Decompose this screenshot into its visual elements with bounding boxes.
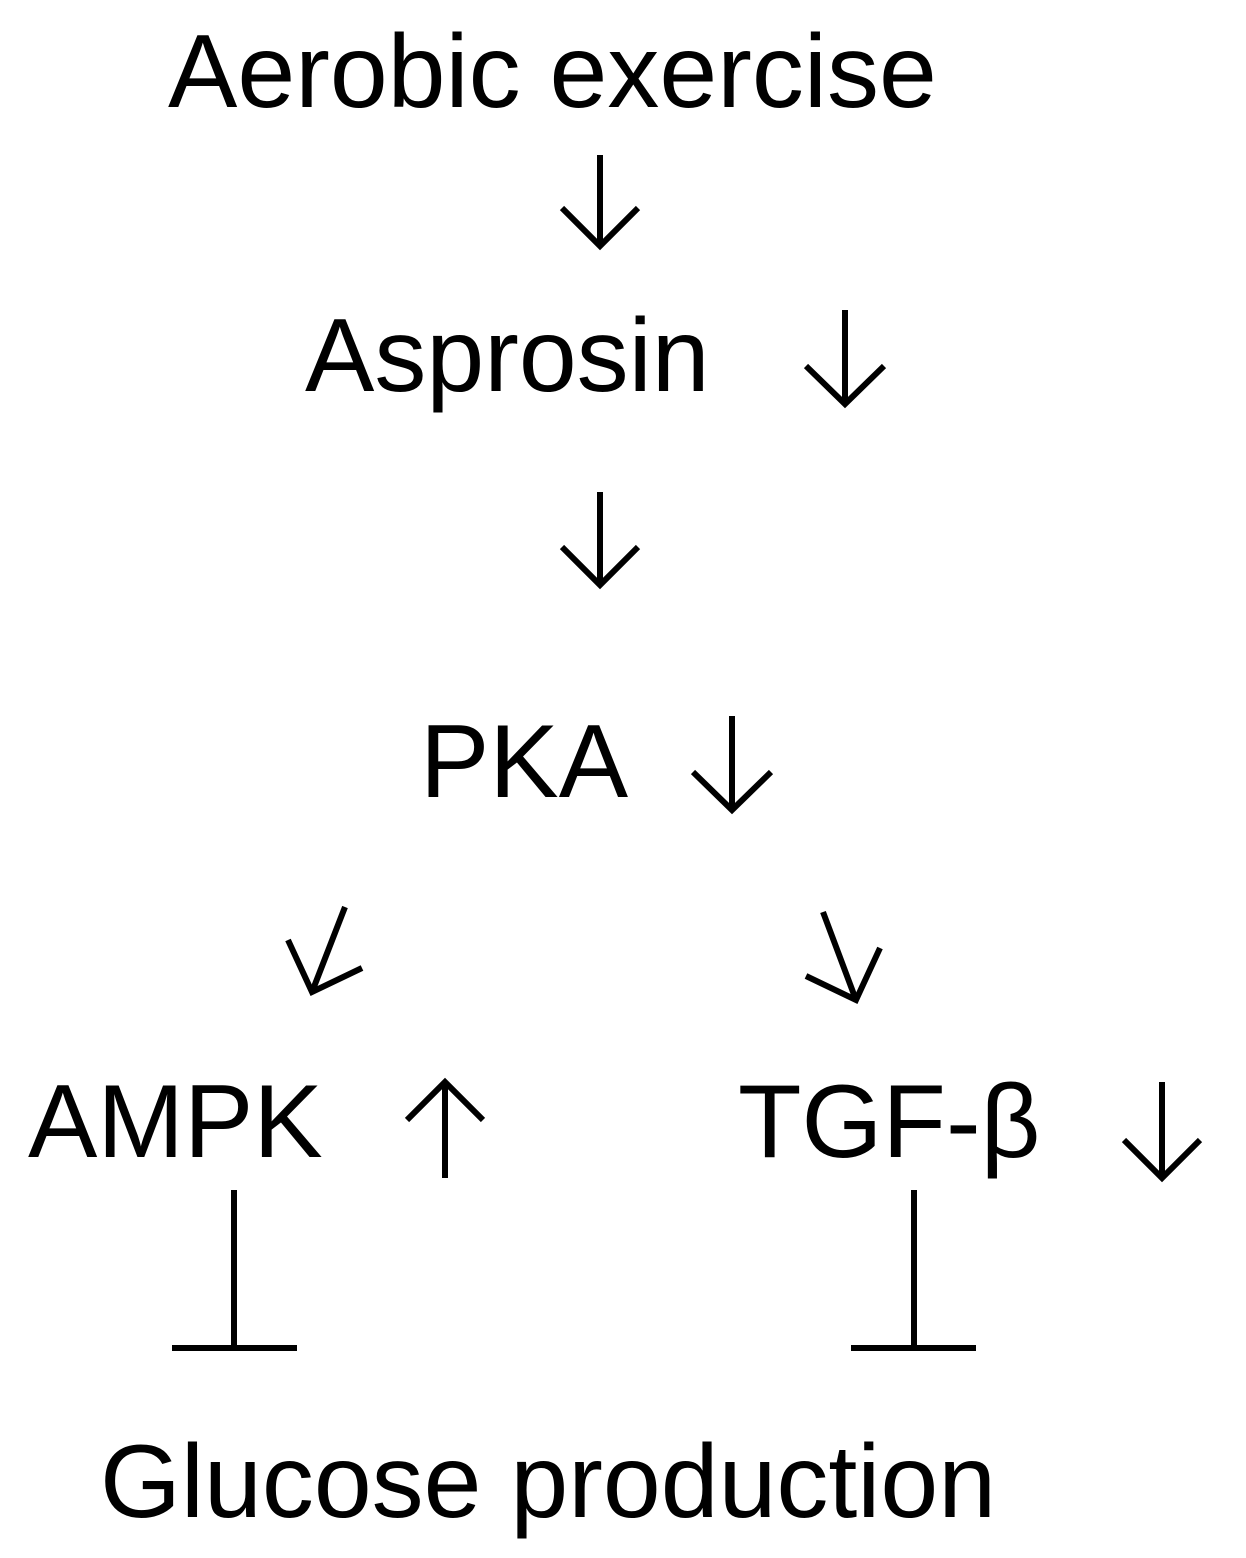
node-asprosin: Asprosin bbox=[305, 298, 710, 414]
node-pka: PKA bbox=[420, 704, 629, 820]
pka-down-arrow-icon bbox=[690, 716, 774, 815]
edge-aerobic-to-asprosin bbox=[559, 155, 641, 251]
tgf-beta-down-arrow-icon bbox=[1121, 1082, 1203, 1183]
ampk-up-arrow-icon bbox=[404, 1077, 486, 1178]
node-glucose-production: Glucose production bbox=[100, 1424, 997, 1540]
edge-ampk-inhibits-glucose bbox=[172, 1190, 297, 1351]
node-tgf-beta: TGF-β bbox=[738, 1064, 1041, 1180]
node-aerobic-exercise: Aerobic exercise bbox=[168, 14, 937, 130]
edge-pka-to-ampk bbox=[285, 905, 364, 997]
edge-pka-to-tgf-beta bbox=[804, 910, 883, 1005]
asprosin-down-arrow-icon bbox=[803, 310, 887, 409]
edge-tgf-beta-inhibits-glucose bbox=[851, 1190, 976, 1351]
node-ampk: AMPK bbox=[28, 1064, 323, 1180]
edge-asprosin-to-pka bbox=[559, 492, 641, 590]
